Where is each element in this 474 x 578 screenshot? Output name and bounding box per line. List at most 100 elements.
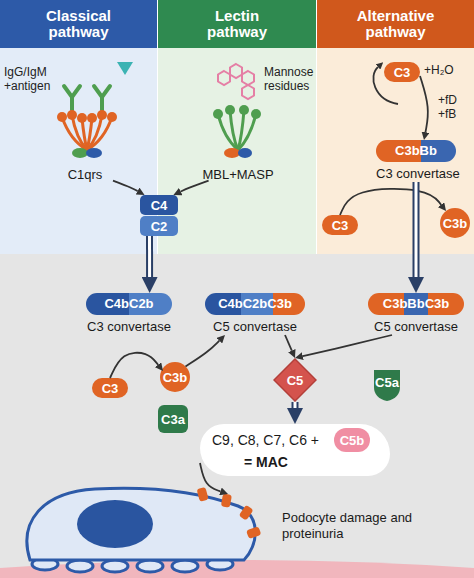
pathway-panel: Lectin pathwayMBL+MASP — [158, 0, 316, 254]
podocyte-cell: Podocyte damage and proteinuria — [20, 494, 420, 578]
double-arrow — [295, 402, 296, 408]
complex-name: = MAC — [244, 454, 288, 470]
molecule-label: C4bC2b — [86, 293, 172, 315]
connector-inner — [415, 182, 418, 277]
mannose-hexagon — [242, 85, 254, 99]
foot-process — [207, 558, 233, 570]
connector-inner — [148, 236, 151, 277]
c1q-head — [87, 113, 97, 123]
protein-circle: C3b — [160, 362, 190, 392]
c1q-stalk — [62, 117, 87, 150]
pathway-heading: Alternative pathway — [317, 0, 474, 48]
podocyte-body — [27, 488, 255, 560]
foot-process — [32, 558, 58, 570]
molecule-label: C5a — [372, 368, 402, 398]
outcome-text: Podocyte damage and proteinuria — [282, 510, 420, 543]
protein-box: C4 — [140, 195, 178, 215]
convertase-pill: C4bC2b C3 convertase — [86, 293, 172, 335]
protein-pill: C3 — [322, 215, 358, 235]
connector-line — [420, 76, 428, 132]
caption-text: C5 convertase — [368, 319, 464, 335]
reaction-arrow — [200, 463, 220, 491]
convertase-pill: C3bBb C3 convertase — [376, 140, 456, 182]
complex-label: MBL+MASP — [196, 167, 280, 183]
molecule-label: C3b — [163, 370, 188, 385]
double-arrow — [416, 182, 417, 277]
pathway-heading: Classical pathway — [0, 0, 157, 48]
mac-pore — [239, 505, 254, 521]
annotation-label: Mannose residues — [264, 66, 318, 94]
molecule-label: C2 — [151, 219, 168, 234]
antibody-symbol — [64, 86, 110, 110]
protein-diamond: C5 — [273, 358, 317, 402]
shared-pathway-area — [0, 254, 474, 578]
podocyte-symbol — [27, 487, 261, 572]
mbl-stalk — [230, 110, 238, 150]
mbl-head — [213, 109, 223, 119]
mbl-stalk — [218, 114, 238, 150]
mbl-stalk — [238, 110, 244, 150]
foot-process — [137, 560, 163, 572]
c1q-stalk — [72, 115, 87, 150]
nucleus — [77, 500, 153, 548]
connector-line — [340, 189, 441, 215]
anaphylatoxin-box: C3a — [158, 405, 188, 433]
c1s-symbol — [86, 148, 102, 158]
molecule-label: C5 — [273, 358, 317, 402]
mbl-head — [239, 105, 249, 115]
connector-line — [413, 182, 420, 277]
mbl-stalk — [238, 114, 256, 150]
foot-process — [172, 560, 198, 572]
molecule-label: C3a — [161, 412, 185, 427]
c1-complex: C1qrs — [45, 105, 125, 183]
connector-line — [146, 236, 153, 277]
reaction-arrow — [113, 181, 138, 191]
mannose-hexagon — [242, 71, 254, 85]
molecule-label: C4 — [151, 198, 168, 213]
connector-line — [186, 341, 220, 367]
convertase-pill: C3bBbC3b C5 convertase — [368, 293, 464, 335]
c1q-stalk — [87, 118, 92, 150]
caption-text: C3 convertase — [86, 319, 172, 335]
connector-line — [113, 181, 138, 191]
molecule-label: C3bBb — [376, 140, 456, 162]
connector-line — [292, 402, 299, 408]
reaction-arrow — [285, 335, 292, 351]
molecule-label: C3 — [394, 65, 411, 80]
reaction-arrow — [186, 341, 220, 367]
mac-pore — [221, 493, 232, 507]
reaction-arrow — [340, 189, 441, 215]
caption-text: C5 convertase — [205, 319, 305, 335]
reaction-arrow — [181, 181, 209, 192]
connector-line — [285, 335, 292, 351]
pathway-panel: Alternative pathwayC3C3bBbC3 convertaseC… — [317, 0, 474, 254]
c1q-stalk — [82, 118, 87, 150]
mac-complex: C9, C8, C7, C6 += MACC5b — [200, 424, 390, 476]
protein-pill: C3 — [92, 378, 128, 398]
molecule-label: C4bC2bC3b — [205, 293, 305, 315]
antibody-symbol — [94, 86, 110, 110]
mbl-complex-symbol — [213, 105, 261, 158]
pathway-heading: Lectin pathway — [158, 0, 316, 48]
double-arrow — [149, 236, 150, 277]
masp-symbol — [238, 148, 252, 158]
mannose-hexagon — [230, 64, 242, 78]
c1q-stalk — [87, 117, 112, 150]
c1q-head — [67, 110, 77, 120]
mannose-hexagon — [218, 71, 230, 85]
c1q-head — [97, 110, 107, 120]
mbl-complex: MBL+MASP — [196, 105, 280, 183]
diamond-outline — [274, 359, 316, 401]
protein-pill: C3 — [384, 62, 420, 82]
connector-line — [181, 181, 209, 192]
caption-text: C3 convertase — [376, 166, 456, 182]
connector-line — [200, 463, 220, 491]
c1-complex-symbol — [57, 110, 117, 158]
c1q-stalk — [87, 115, 102, 150]
masp-symbol — [224, 148, 240, 158]
connector-line — [303, 335, 392, 356]
molecule-label: C3bBbC3b — [368, 293, 464, 315]
antibody-symbol — [64, 86, 80, 110]
pathway-panel: Classical pathwayC1qrs — [0, 0, 157, 254]
